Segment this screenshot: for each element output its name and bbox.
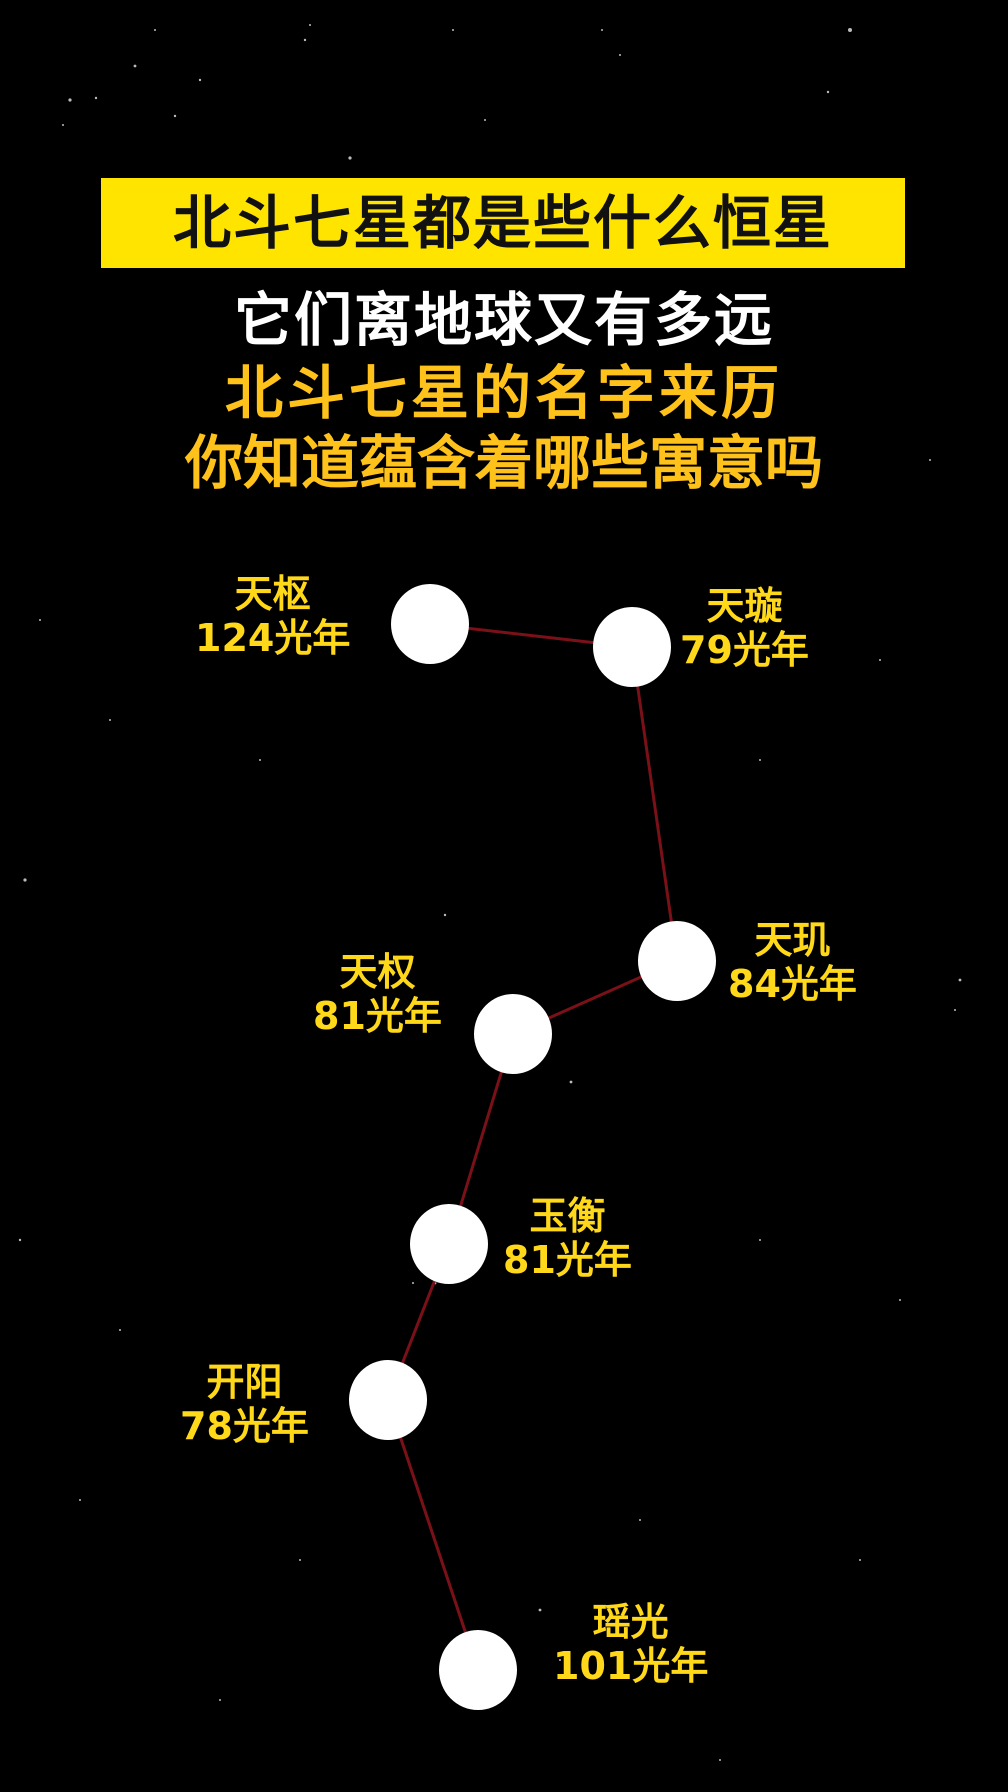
star-name: 天枢 — [234, 572, 311, 616]
title-banner: 北斗七星都是些什么恒星 — [101, 178, 905, 268]
star-label-tianxuan: 天璇 79光年 — [680, 584, 809, 672]
star-label-yaoguang: 瑶光 101光年 — [553, 1600, 708, 1688]
star-label-yuheng: 玉衡 81光年 — [503, 1194, 632, 1282]
star-name: 瑶光 — [592, 1600, 669, 1644]
star-name: 开阳 — [206, 1360, 283, 1404]
star-alioth — [410, 1204, 488, 1284]
star-label-kaiyang: 开阳 78光年 — [180, 1360, 309, 1448]
star-phecda — [638, 921, 716, 1001]
star-name: 玉衡 — [529, 1194, 606, 1238]
star-megrez — [474, 994, 552, 1074]
star-label-tianji: 天玑 84光年 — [728, 918, 857, 1006]
star-distance: 79光年 — [680, 628, 809, 672]
star-distance: 101光年 — [553, 1644, 709, 1688]
subtitle-line-names: 北斗七星的名字来历 — [224, 359, 783, 427]
star-label-tianquan: 天权 81光年 — [313, 950, 442, 1038]
star-distance: 78光年 — [180, 1404, 309, 1448]
star-alkaid — [439, 1630, 517, 1710]
star-name: 天璇 — [706, 584, 783, 628]
star-distance: 84光年 — [728, 962, 857, 1006]
star-label-tianshu: 天枢 124光年 — [195, 572, 350, 660]
star-distance: 124光年 — [195, 616, 351, 660]
star-name: 天玑 — [754, 918, 831, 962]
title-text: 北斗七星都是些什么恒星 — [172, 189, 833, 257]
star-merak — [593, 607, 671, 687]
star-distance: 81光年 — [313, 994, 442, 1038]
star-mizar — [349, 1360, 427, 1440]
star-name: 天权 — [339, 950, 416, 994]
star-distance: 81光年 — [503, 1238, 632, 1282]
subtitle-line-meaning: 你知道蕴含着哪些寓意吗 — [184, 429, 823, 497]
star-dubhe — [391, 584, 469, 664]
constellation-lines — [386, 622, 679, 1671]
subtitle-line-distance: 它们离地球又有多远 — [233, 286, 774, 354]
